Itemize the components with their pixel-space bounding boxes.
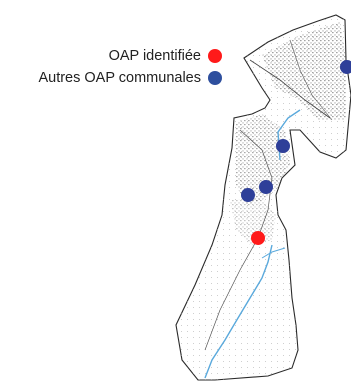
legend-swatch-blue xyxy=(208,71,222,85)
urban-area-south xyxy=(230,198,276,245)
legend-label: OAP identifiée xyxy=(108,48,201,64)
autre-oap-marker xyxy=(241,188,255,202)
oap-identifiee-marker xyxy=(251,231,265,245)
autre-oap-marker xyxy=(259,180,273,194)
legend-swatch-red xyxy=(208,49,222,63)
map-legend: OAP identifiée Autres OAP communales xyxy=(38,47,222,87)
legend-label: Autres OAP communales xyxy=(38,70,201,86)
urban-area-center xyxy=(236,114,290,205)
legend-item-oap-identifiee: OAP identifiée xyxy=(109,47,222,65)
autre-oap-marker xyxy=(340,60,351,74)
legend-item-autres-oap: Autres OAP communales xyxy=(38,69,222,87)
river xyxy=(261,247,286,259)
road xyxy=(249,59,331,119)
oap-markers xyxy=(241,60,351,245)
autre-oap-marker xyxy=(276,139,290,153)
road xyxy=(289,39,333,121)
road xyxy=(204,129,273,351)
urban-area-north xyxy=(262,22,346,120)
